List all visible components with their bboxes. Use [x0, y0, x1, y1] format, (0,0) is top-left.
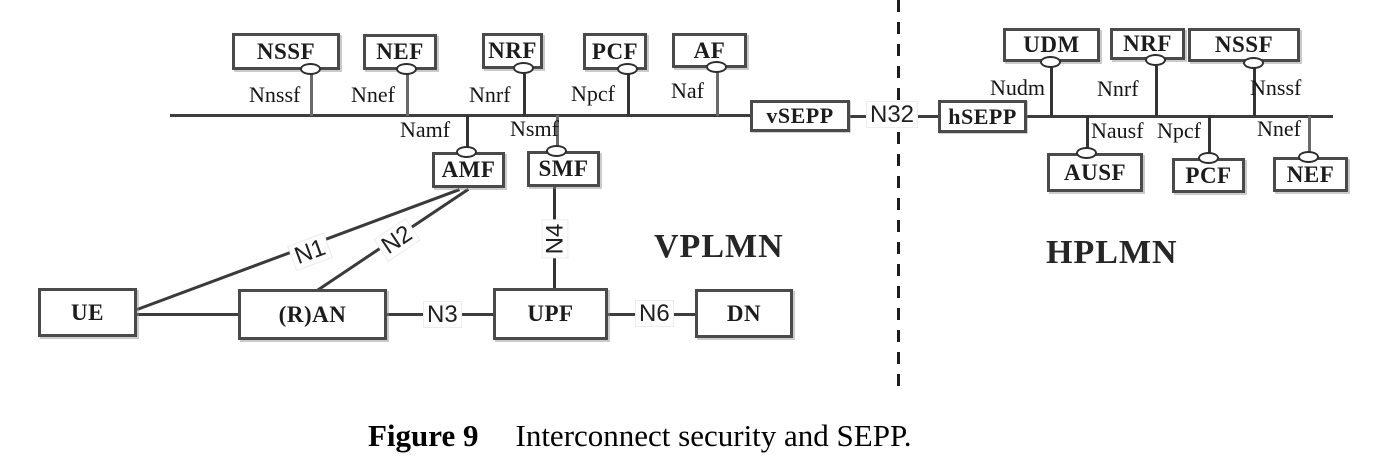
n4-ref-label: N4	[541, 220, 568, 258]
vplmn-region-label: VPLMN	[654, 228, 784, 265]
smf-connector-ellipse	[546, 145, 567, 157]
ran-box: (R)AN	[238, 289, 387, 340]
hplmn-nef-box: NEF	[1273, 157, 1348, 192]
pcf-h-connector-ellipse	[1198, 152, 1219, 164]
nssf-v-stem-line	[310, 69, 313, 116]
hplmn-ausf-box: AUSF	[1047, 153, 1143, 192]
hplmn-nef-label: NEF	[1286, 161, 1335, 187]
nrf-h-stem-line	[1155, 58, 1158, 116]
vplmn-nef-label: NEF	[376, 39, 424, 64]
hsepp-label: hSEPP	[948, 103, 1017, 129]
n3-ref-label: N3	[424, 302, 461, 327]
nrf-h-connector-ellipse	[1145, 54, 1166, 66]
nef-v-connector-ellipse	[396, 63, 417, 75]
naf-interface-label: Naf	[671, 78, 704, 103]
nnef-h-interface-label: Nnef	[1257, 116, 1301, 141]
nef-h-stem-line	[1308, 116, 1311, 158]
vplmn-af-label: AF	[693, 37, 726, 63]
vsepp-label: vSEPP	[766, 103, 834, 128]
upf-box: UPF	[493, 288, 608, 340]
hplmn-ausf-label: AUSF	[1063, 159, 1127, 185]
nssf-h-stem-line	[1253, 60, 1256, 116]
udm-stem-line	[1050, 60, 1053, 116]
n1-ref-label: N1	[288, 233, 332, 271]
hplmn-nrf-label: NRF	[1123, 31, 1172, 56]
vplmn-nssf-box: NSSF	[232, 33, 340, 70]
npcf-v-interface-label: Npcf	[571, 81, 615, 106]
amf-connector-ellipse	[456, 146, 477, 158]
nnssf-v-interface-label: Nnssf	[249, 82, 301, 107]
ran-label: (R)AN	[278, 301, 347, 327]
nrf-v-connector-ellipse	[513, 62, 534, 74]
plmn-boundary-dashed-line	[897, 0, 900, 388]
vplmn-pcf-label: PCF	[591, 38, 639, 64]
ue-box: UE	[38, 288, 137, 337]
smf-stem-line	[556, 115, 559, 152]
n32-ref-label: N32	[867, 102, 918, 127]
hplmn-pcf-box: PCF	[1172, 158, 1245, 193]
dn-label: DN	[726, 300, 762, 326]
hplmn-nssf-box: NSSF	[1188, 28, 1300, 62]
af-connector-ellipse	[706, 61, 727, 73]
pcf-v-stem-line	[627, 69, 630, 116]
udm-connector-ellipse	[1040, 56, 1061, 68]
dn-box: DN	[695, 289, 793, 338]
hplmn-region-label: HPLMN	[1046, 234, 1178, 271]
ue-ran-line	[137, 313, 238, 316]
figure-caption: Figure 9 Interconnect security and SEPP.	[368, 418, 912, 454]
nssf-h-connector-ellipse	[1243, 57, 1264, 69]
ue-label: UE	[71, 299, 104, 325]
vplmn-nrf-label: NRF	[488, 38, 537, 63]
figure-title-text: Interconnect security and SEPP.	[515, 418, 912, 453]
nudm-interface-label: Nudm	[990, 75, 1045, 100]
nnrf-v-interface-label: Nnrf	[469, 82, 511, 107]
nnssf-h-interface-label: Nnssf	[1250, 75, 1302, 100]
hplmn-pcf-label: PCF	[1185, 162, 1232, 188]
vsepp-box: vSEPP	[750, 100, 850, 132]
smf-label: SMF	[538, 156, 589, 181]
af-stem-line	[716, 67, 719, 116]
ausf-connector-ellipse	[1076, 147, 1097, 159]
namf-interface-label: Namf	[400, 117, 451, 142]
vplmn-pcf-box: PCF	[583, 33, 647, 70]
npcf-h-interface-label: Npcf	[1157, 118, 1201, 143]
smf-box: SMF	[527, 151, 600, 187]
hsepp-box: hSEPP	[938, 100, 1027, 133]
hplmn-udm-label: UDM	[1023, 32, 1080, 57]
nrf-v-stem-line	[523, 69, 526, 116]
nnef-v-interface-label: Nnef	[351, 82, 395, 107]
amf-stem-line	[466, 115, 469, 152]
figure-number-label: Figure 9	[368, 418, 479, 453]
pcf-h-stem-line	[1208, 116, 1211, 159]
vplmn-nssf-label: NSSF	[256, 38, 316, 64]
n6-ref-label: N6	[636, 301, 673, 326]
nssf-v-connector-ellipse	[300, 63, 321, 75]
hplmn-sbi-bus-line	[1025, 115, 1333, 118]
nsmf-interface-label: Nsmf	[510, 116, 559, 141]
nausf-interface-label: Nausf	[1091, 118, 1144, 143]
upf-label: UPF	[527, 301, 574, 326]
vplmn-nrf-box: NRF	[482, 33, 543, 69]
pcf-v-connector-ellipse	[617, 63, 638, 75]
vplmn-sbi-bus-line	[170, 114, 751, 117]
nnrf-h-interface-label: Nnrf	[1097, 76, 1139, 101]
hplmn-nssf-label: NSSF	[1214, 32, 1274, 57]
nef-v-stem-line	[406, 69, 409, 116]
ausf-stem-line	[1086, 116, 1089, 154]
nef-h-connector-ellipse	[1298, 151, 1319, 163]
amf-label: AMF	[441, 157, 496, 182]
